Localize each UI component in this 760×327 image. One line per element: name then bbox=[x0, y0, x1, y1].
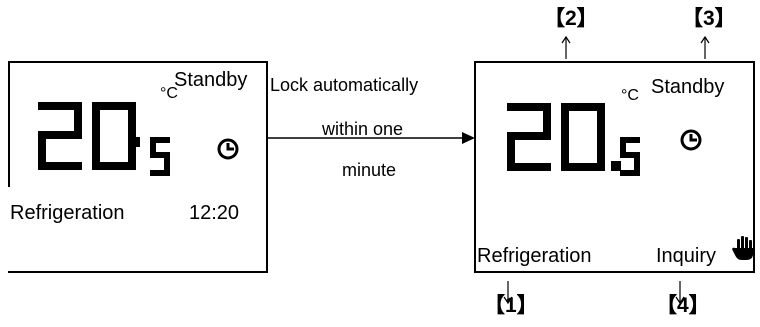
callout-4: 【4】 bbox=[656, 294, 710, 317]
left-status-label: Standby bbox=[174, 69, 248, 91]
right-temperature-digits bbox=[507, 103, 621, 171]
hand-icon bbox=[732, 236, 753, 260]
right-unit-label: °C bbox=[621, 87, 639, 104]
right-status-label: Standby bbox=[651, 76, 725, 98]
right-inquiry-label: Inquiry bbox=[656, 245, 717, 267]
callout-1: 【1】 bbox=[484, 294, 538, 317]
callout-3: 【3】 bbox=[682, 7, 736, 30]
left-unit-label: °C bbox=[160, 85, 178, 102]
transition-text-line1: Lock automatically bbox=[270, 75, 419, 95]
right-temperature-decimal bbox=[620, 137, 640, 176]
left-lcd-edge bbox=[8, 61, 10, 187]
right-mode-label: Refrigeration bbox=[477, 245, 592, 267]
clock-icon bbox=[680, 129, 702, 151]
callout-2: 【2】 bbox=[544, 7, 598, 30]
left-mode-label: Refrigeration bbox=[10, 202, 125, 224]
transition-arrow bbox=[268, 132, 475, 144]
left-time-label: 12:20 bbox=[189, 202, 240, 224]
clock-icon bbox=[217, 138, 239, 160]
transition-text-line2: within one bbox=[322, 119, 404, 139]
left-temperature-digits bbox=[38, 102, 136, 170]
transition-text-line3: minute bbox=[342, 160, 397, 180]
left-temperature-decimal bbox=[130, 137, 170, 176]
